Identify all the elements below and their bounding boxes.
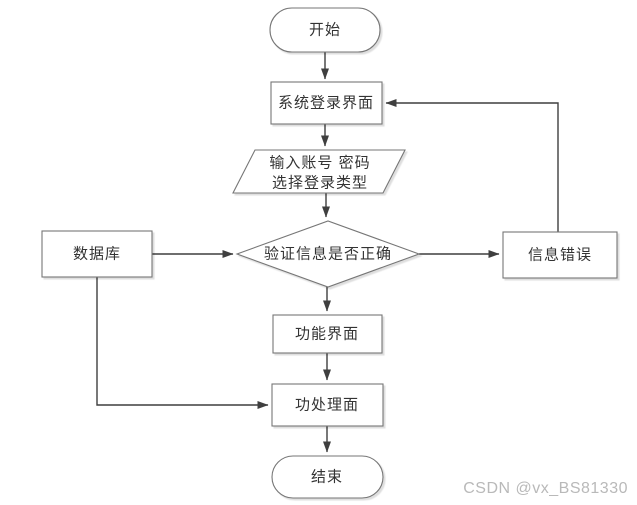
verify-decision-label: 验证信息是否正确 <box>264 246 392 263</box>
label-group: 开始 系统登录界面 输入账号 密码 选择登录类型 验证信息是否正确 数据库 信息… <box>73 22 592 486</box>
verify-decision-node-shape <box>235 220 421 288</box>
edge-group <box>96 52 559 453</box>
watermark-text: CSDN @vx_BS81330 <box>463 480 628 497</box>
function-screen-node-shape <box>272 314 383 354</box>
end-node-shape <box>271 455 384 499</box>
input-credentials-line2: 选择登录类型 <box>272 175 368 192</box>
shape-group <box>41 7 618 499</box>
start-node-label: 开始 <box>309 22 341 39</box>
login-screen-node-shape <box>270 81 383 125</box>
processing-screen-node-shape <box>271 383 384 427</box>
processing-screen-node-label: 功处理面 <box>295 397 359 414</box>
login-screen-node-label: 系统登录界面 <box>278 95 374 112</box>
database-node-label: 数据库 <box>73 246 121 263</box>
start-node-shape <box>269 7 381 53</box>
edge-database-to-processing <box>96 277 269 409</box>
info-error-node-shape <box>502 231 618 279</box>
end-node-label: 结束 <box>311 469 343 486</box>
input-credentials-node-shape <box>232 149 406 194</box>
function-screen-node-label: 功能界面 <box>295 326 359 343</box>
edge-error-to-login <box>385 99 559 232</box>
input-credentials-line1: 输入账号 密码 <box>269 155 370 172</box>
info-error-node-label: 信息错误 <box>528 247 592 264</box>
database-node-shape <box>41 230 153 278</box>
